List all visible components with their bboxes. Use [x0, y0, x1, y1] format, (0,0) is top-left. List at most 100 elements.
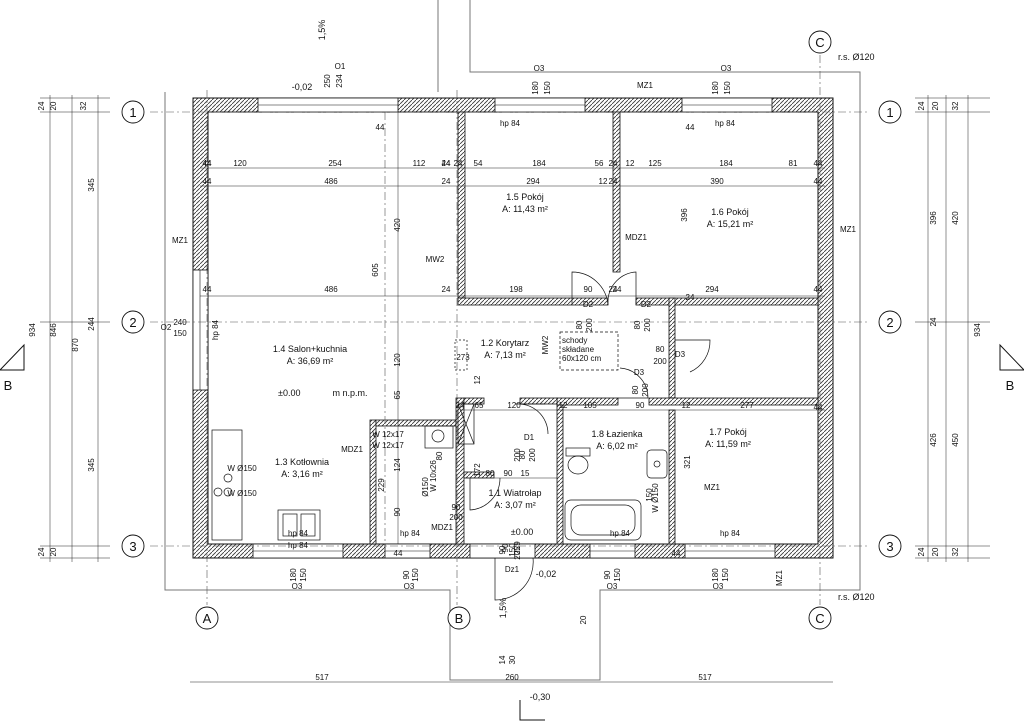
- window-tag: O3: [607, 582, 618, 591]
- dimension-text: 426: [929, 433, 938, 447]
- room-area: A: 15,21 m²: [707, 219, 754, 229]
- dimension-text: 80: [575, 320, 584, 329]
- dimension-text: 150: [508, 543, 517, 557]
- dimension-text: 120: [233, 159, 247, 168]
- dimension-text: 32: [79, 101, 88, 110]
- dimension-text: 44: [814, 159, 823, 168]
- dimension-text: 44: [203, 285, 212, 294]
- elevation-label: -0,02: [536, 569, 557, 579]
- window-tag: D2: [583, 300, 594, 309]
- dimension-text: 24: [609, 159, 618, 168]
- dimension-text: 24: [917, 547, 926, 556]
- room-name: 1.4 Salon+kuchnia: [273, 344, 347, 354]
- wall-tag: MZ1: [840, 225, 857, 234]
- dimension-text: 184: [719, 159, 733, 168]
- wall-tag: MW2: [426, 255, 445, 264]
- fixture-label: W Ø150: [651, 483, 660, 513]
- dimension-lines: [190, 112, 833, 683]
- dimension-text: 229: [377, 478, 386, 492]
- window-tag: O3: [292, 582, 303, 591]
- grid-col-label: C: [815, 611, 824, 626]
- gutter-label: r.s. Ø120: [838, 52, 875, 62]
- room-name: 1.1 Wiatrołap: [488, 488, 541, 498]
- window-openings: [192, 97, 776, 559]
- dimension-text: 396: [680, 208, 689, 222]
- dimension-text: 90: [504, 469, 513, 478]
- dimension-text: 90: [402, 570, 411, 579]
- dimension-text: 24: [456, 401, 465, 410]
- dimension-text: 14: [498, 655, 507, 664]
- hp-label: hp 84: [610, 529, 631, 538]
- dimension-text: 90: [603, 570, 612, 579]
- dimension-text: 200: [528, 448, 537, 462]
- dimension-text: 200: [641, 383, 650, 397]
- dimension-text: 90: [584, 285, 593, 294]
- dimension-text: 150: [723, 81, 732, 95]
- dimension-text: 294: [526, 177, 540, 186]
- wall-tag: MDZ1: [431, 523, 453, 532]
- grid-row-label: 3: [886, 539, 893, 554]
- dimension-text: 105: [583, 401, 597, 410]
- room-name: 1.8 Łazienka: [591, 429, 642, 439]
- room-name: 1.3 Kotłownia: [275, 457, 329, 467]
- fixture-label: W 12x17: [372, 430, 404, 439]
- dimension-text: 150: [411, 568, 420, 582]
- dimension-text: 321: [683, 455, 692, 469]
- dimension-text: 20: [931, 547, 940, 556]
- dimension-text: 273: [456, 353, 470, 362]
- window-glass-lines: [199, 104, 775, 552]
- hp-label: hp 84: [720, 529, 741, 538]
- dimension-text: 390: [710, 177, 724, 186]
- dimension-text: 24: [613, 285, 622, 294]
- dimension-text: 150: [173, 329, 187, 338]
- elevation-label: ±0.00: [511, 527, 533, 537]
- dimension-text: 24: [609, 177, 618, 186]
- dimension-text: 90: [393, 507, 402, 516]
- dimension-text: 80: [486, 469, 495, 478]
- dimension-text: 24: [454, 159, 463, 168]
- dimension-text: 24: [442, 177, 451, 186]
- dimension-text: 180: [531, 81, 540, 95]
- dimension-text: 32: [951, 101, 960, 110]
- dimension-text: 277: [740, 401, 754, 410]
- slope-label: 1,5%: [498, 598, 508, 619]
- dimension-text: 934: [973, 323, 982, 337]
- dimension-text: 44: [394, 549, 403, 558]
- stairs-note: składane: [562, 345, 595, 354]
- dimension-text: 80: [633, 320, 642, 329]
- interior-walls: [369, 111, 819, 545]
- fixture-label: W Ø150: [227, 464, 257, 473]
- dimension-text: 172: [473, 463, 482, 477]
- wall-tag: MZ1: [704, 483, 721, 492]
- dimension-text: 24: [37, 101, 46, 110]
- grid-row-label: 2: [129, 315, 136, 330]
- dimension-text: 517: [698, 673, 712, 682]
- room-name: 1.6 Pokój: [711, 207, 749, 217]
- dimension-text: 44: [203, 159, 212, 168]
- slope-label: 1,5%: [317, 20, 327, 41]
- grid-col-label: C: [815, 35, 824, 50]
- elevation-label: ±0.00: [278, 388, 300, 398]
- dimension-text: 150: [613, 568, 622, 582]
- hp-label: hp 84: [288, 529, 309, 538]
- dimension-text: 124: [393, 458, 402, 472]
- stairs-note: 60x120 cm: [562, 354, 601, 363]
- dimension-text: 846: [49, 323, 58, 337]
- stairs-note: schody: [562, 336, 587, 345]
- dimension-text: 44: [672, 549, 681, 558]
- dimension-text: 345: [87, 458, 96, 472]
- dimension-text: 12: [473, 375, 482, 384]
- wall-tag: MW2: [541, 335, 550, 354]
- dimension-text: 234: [335, 74, 344, 88]
- elevation-label: m n.p.m.: [332, 388, 367, 398]
- dimension-text: 44: [442, 159, 451, 168]
- window-tag: D3: [634, 368, 645, 377]
- dimension-text: 90: [498, 545, 507, 554]
- grid-row-label: 2: [886, 315, 893, 330]
- dimension-text: 44: [203, 177, 212, 186]
- dimension-text: 244: [87, 317, 96, 331]
- room-area: A: 7,13 m²: [484, 350, 526, 360]
- grid-row-label: 1: [886, 105, 893, 120]
- dimension-text: 200: [653, 357, 667, 366]
